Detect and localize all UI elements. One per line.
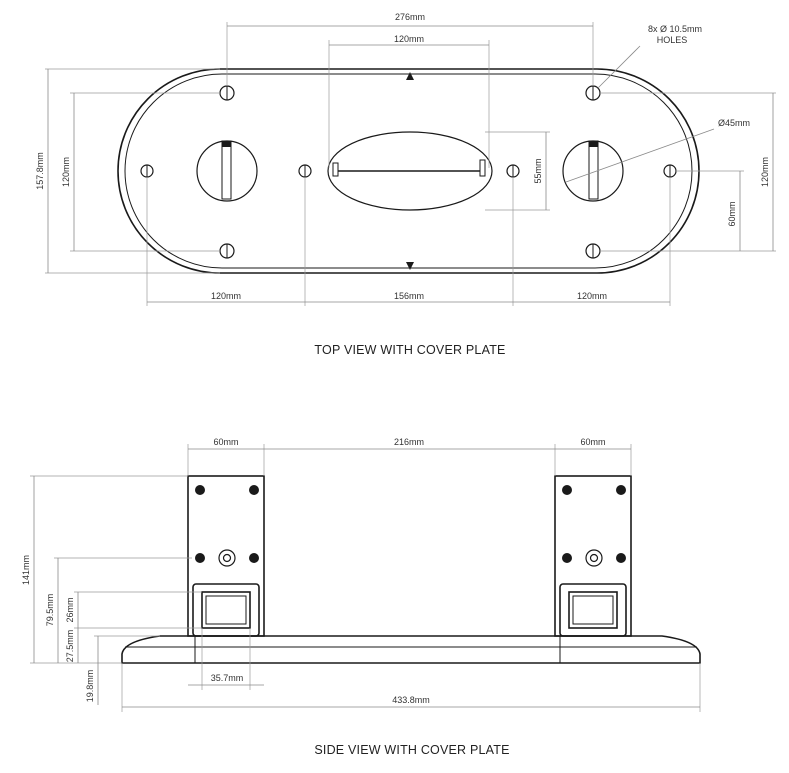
dim-bottom-center: 156mm: [394, 291, 424, 301]
dim-base-length: 433.8mm: [392, 695, 430, 705]
left-post: [187, 475, 265, 637]
dim-height-79: 79.5mm: [45, 594, 55, 627]
plate-inner-edge: [124, 73, 693, 269]
dim-between-posts: 216mm: [394, 437, 424, 447]
left-bore: [196, 140, 258, 202]
right-post: [554, 475, 632, 637]
dim-slot-width: 120mm: [394, 34, 424, 44]
dim-hole-pitch-right: 120mm: [760, 157, 770, 187]
dim-holes-note: 8x Ø 10.5mm: [648, 24, 702, 34]
dim-right-offset: 60mm: [727, 201, 737, 226]
arrow-bottom-marker: [406, 262, 414, 270]
side-view: 60mm 216mm 60mm 141mm 79.5mm 26mm 27.5mm: [21, 437, 701, 757]
dim-right-post: 60mm: [580, 437, 605, 447]
top-view-caption: TOP VIEW WITH COVER PLATE: [314, 343, 505, 357]
top-view: 276mm 120mm 8x Ø 10.5mm HOLES Ø45mm 157.…: [35, 12, 776, 357]
dim-height-26: 26mm: [65, 597, 75, 622]
dim-holes-note-2: HOLES: [657, 35, 688, 45]
dim-hole-pitch-left: 120mm: [61, 157, 71, 187]
dim-overall-height: 157.8mm: [35, 152, 45, 190]
side-dimensions: 60mm 216mm 60mm 141mm 79.5mm 26mm 27.5mm: [21, 437, 701, 712]
dim-bottom-right: 120mm: [577, 291, 607, 301]
dim-bottom-left: 120mm: [211, 291, 241, 301]
dim-slot-height: 55mm: [533, 158, 543, 183]
dim-height-27: 27.5mm: [65, 630, 75, 663]
center-slot: [327, 131, 493, 211]
dim-left-post: 60mm: [213, 437, 238, 447]
dim-total-height: 141mm: [21, 555, 31, 585]
top-dimensions: 276mm 120mm 8x Ø 10.5mm HOLES Ø45mm 157.…: [35, 12, 776, 306]
mounting-holes: [140, 85, 677, 259]
dim-base-thickness: 19.8mm: [85, 670, 95, 703]
plate-outline: [117, 68, 700, 274]
side-view-caption: SIDE VIEW WITH COVER PLATE: [314, 743, 509, 757]
dim-overall-width: 276mm: [395, 12, 425, 22]
base-plate: [121, 635, 701, 664]
arrow-top-marker: [406, 72, 414, 80]
right-bore: [562, 140, 624, 202]
dim-window-width: 35.7mm: [211, 673, 244, 683]
dim-bore-diameter: Ø45mm: [718, 118, 750, 128]
